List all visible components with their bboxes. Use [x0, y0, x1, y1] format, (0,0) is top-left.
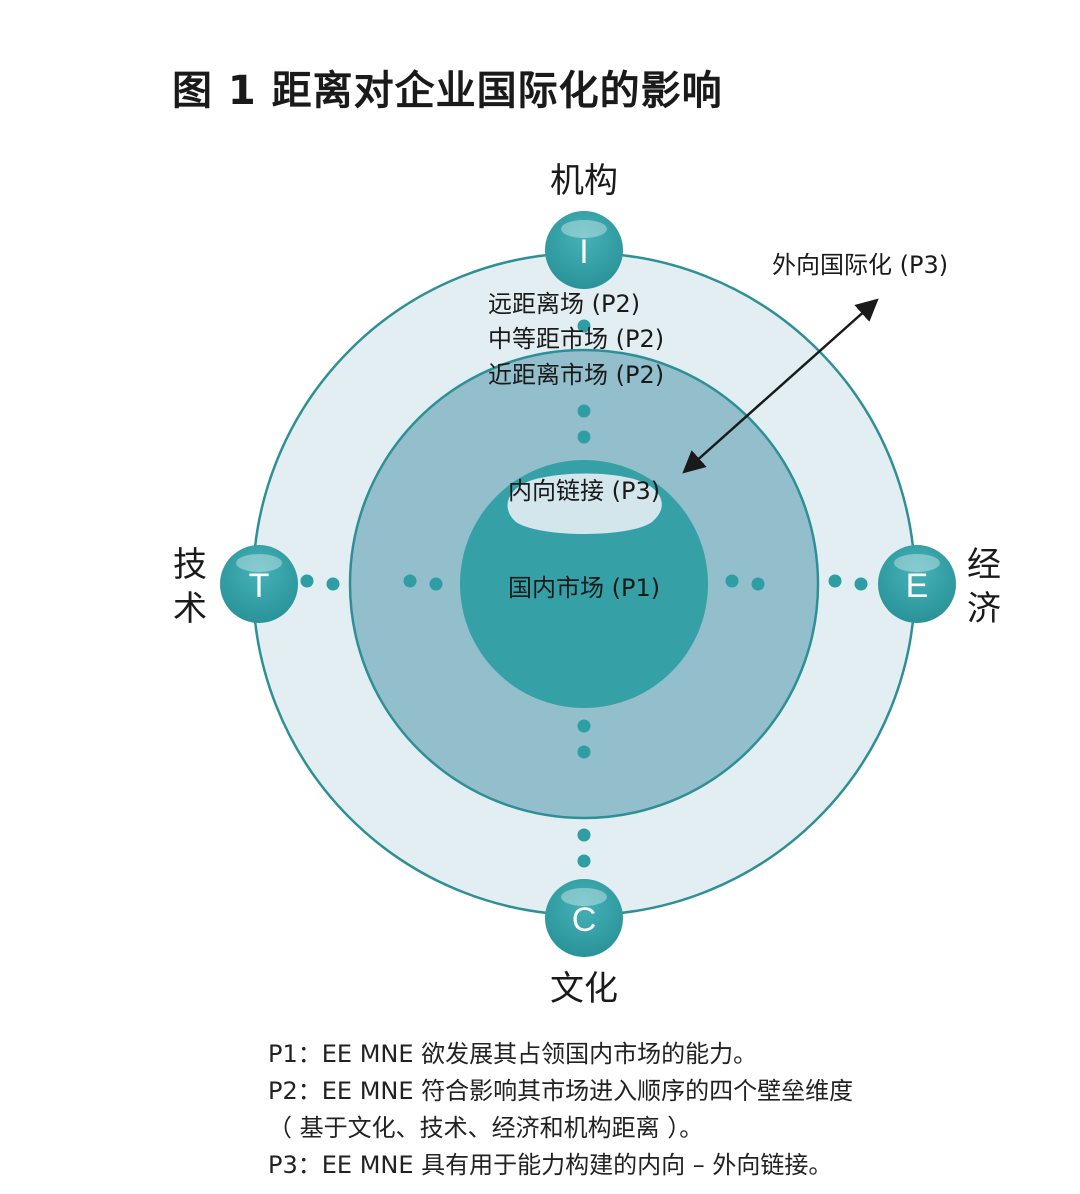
- dot: [854, 577, 868, 591]
- dot: [828, 574, 842, 588]
- node-institution: I: [545, 211, 623, 289]
- label-far-market: 远距离场 (P2): [488, 290, 640, 318]
- node-letter-c: C: [572, 901, 597, 939]
- label-economy-line2: 济: [967, 589, 1001, 629]
- dot: [300, 574, 314, 588]
- label-outward-internationalization: 外向国际化 (P3): [772, 251, 948, 279]
- dot: [326, 577, 340, 591]
- label-technology-line2: 术: [173, 589, 207, 629]
- dot: [577, 828, 591, 842]
- node-letter-t: T: [249, 567, 270, 605]
- figure-notes: P1：EE MNE 欲发展其占领国内市场的能力。 P2：EE MNE 符合影响其…: [268, 1036, 853, 1184]
- label-culture: 文化: [550, 969, 618, 1009]
- node-technology: T: [220, 545, 298, 623]
- note-p2: P2：EE MNE 符合影响其市场进入顺序的四个壁垒维度: [268, 1077, 854, 1105]
- node-letter-e: E: [906, 567, 929, 605]
- dot: [429, 577, 443, 591]
- dot: [577, 854, 591, 868]
- dot: [577, 319, 591, 333]
- note-p2-continued: （ 基于文化、技术、经济和机构距离 ）。: [268, 1114, 704, 1142]
- dot: [751, 577, 765, 591]
- label-economy-line1: 经: [967, 545, 1001, 585]
- node-economy: E: [878, 545, 956, 623]
- dot: [577, 745, 591, 759]
- label-medium-market: 中等距市场 (P2): [488, 325, 664, 353]
- inward-linkage-highlight: [507, 473, 662, 534]
- label-inward-linkage: 内向链接 (P3): [508, 477, 660, 505]
- dot: [403, 574, 417, 588]
- note-p1: P1：EE MNE 欲发展其占领国内市场的能力。: [268, 1040, 758, 1068]
- label-near-market: 近距离市场 (P2): [488, 361, 664, 389]
- label-institution: 机构: [550, 161, 618, 201]
- dot: [577, 719, 591, 733]
- inward-outward-arrow: [682, 298, 879, 474]
- dot: [577, 404, 591, 418]
- note-p3: P3：EE MNE 具有用于能力构建的内向 – 外向链接。: [268, 1151, 833, 1179]
- figure-title: 图 1 距离对企业国际化的影响: [172, 68, 723, 114]
- node-culture: C: [545, 879, 623, 957]
- node-letter-i: I: [579, 233, 588, 271]
- label-technology-line1: 技: [173, 545, 207, 585]
- label-domestic-market: 国内市场 (P1): [508, 574, 660, 602]
- dot: [725, 574, 739, 588]
- dot: [577, 430, 591, 444]
